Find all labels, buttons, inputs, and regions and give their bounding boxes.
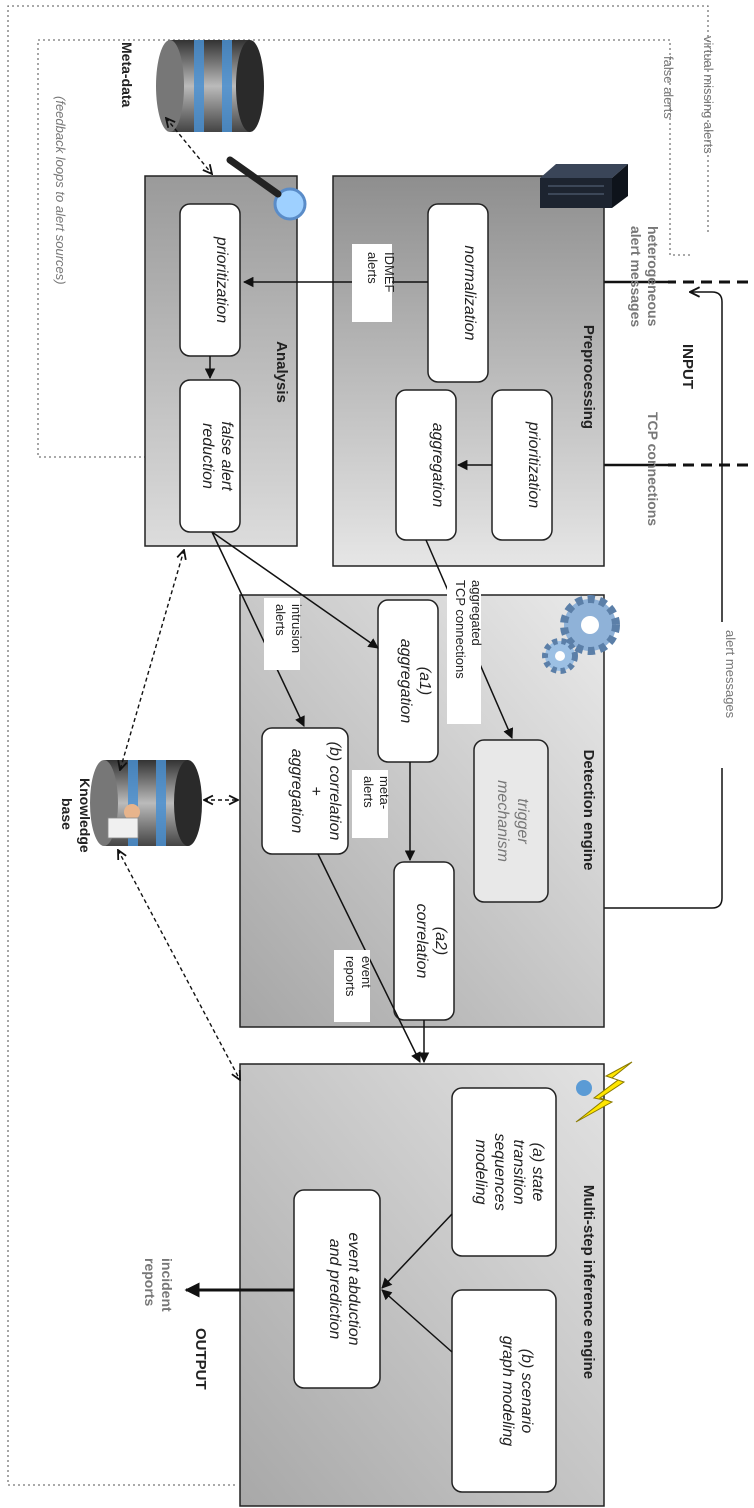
idmef-label-2: alerts (365, 252, 380, 284)
virtual-missing-alerts-label: virtual missing alerts (701, 36, 716, 154)
incident-reports-label: incident (159, 1258, 175, 1312)
event-reports-label-2: reports (343, 956, 358, 997)
reduction-to-a1-arrow (211, 531, 379, 649)
meta-alerts-label: meta- (377, 776, 392, 809)
metadata-to-analysis-link (166, 118, 212, 174)
idmef-label: IDMEF (382, 252, 397, 293)
metadata-database-icon (156, 40, 264, 132)
svg-text:modeling: modeling (472, 1140, 489, 1205)
svg-text:mechanism: mechanism (494, 780, 511, 862)
ana-prioritization-node: prioritization (179, 203, 241, 357)
svg-text:aggregation: aggregation (429, 423, 446, 508)
kb-to-analysis-link (120, 550, 184, 770)
normalization-node: normalization (427, 203, 489, 383)
event-abduction-node: event abduction and prediction (293, 1189, 381, 1389)
feedback-loops-label: (feedback loops to alert sources) (53, 96, 68, 285)
knowledge-label: Knowledge (77, 778, 93, 853)
svg-text:correlation: correlation (413, 904, 430, 979)
alert-messages-loop (510, 292, 723, 909)
server-icon (540, 164, 628, 208)
kb-to-multistep-link (118, 850, 240, 1080)
pre-aggregation-node: aggregation (395, 389, 457, 541)
b-correlation-aggregation-node: (b) correlation + aggregation (261, 727, 349, 855)
preprocessing-group: Preprocessing normalization prioritizati… (332, 175, 605, 567)
scenario-graph-node: (b) scenario graph modeling (451, 1289, 557, 1493)
svg-text:(b) scenario: (b) scenario (518, 1349, 535, 1434)
state-to-abduction-arrow (381, 1213, 453, 1289)
magnifier-icon (226, 156, 307, 221)
detection-title: Detection engine (580, 750, 597, 871)
scenario-to-abduction-arrow (381, 1289, 453, 1353)
analysis-group: Analysis prioritization false alert redu… (144, 175, 298, 547)
reduction-to-b-arrow (211, 531, 305, 727)
output-title: OUTPUT (192, 1328, 209, 1390)
analysis-title: Analysis (273, 341, 290, 403)
a2-correlation-node: (a2) correlation (393, 861, 455, 1021)
intrusion-label-2: alerts (273, 604, 288, 636)
svg-text:event abduction: event abduction (345, 1233, 362, 1346)
state-transition-node: (a) state transition sequences modeling (451, 1087, 557, 1257)
incident-reports-label-2: reports (142, 1258, 158, 1306)
meta-alerts-label-2: alerts (361, 776, 376, 808)
heterogeneous-label: heterogeneous (645, 226, 661, 327)
metadata-label: Meta-data (119, 42, 135, 108)
svg-text:reduction: reduction (199, 423, 216, 489)
event-reports-label: event (359, 956, 374, 988)
aggr-tcp-label: aggregated (469, 580, 484, 646)
preprocessing-title: Preprocessing (580, 325, 597, 429)
knowledge-base-icon (90, 760, 202, 846)
false-alerts-label: false alerts (661, 56, 676, 119)
alert-messages-label: alert messages (628, 226, 644, 327)
svg-text:and prediction: and prediction (326, 1239, 343, 1340)
false-alert-reduction-node: false alert reduction (179, 379, 241, 533)
feedback-loops (7, 5, 709, 1486)
multistep-group: Multi-step inference engine (a) state tr… (239, 1063, 605, 1507)
svg-text:(b) correlation: (b) correlation (326, 742, 343, 841)
svg-text:sequences: sequences (491, 1133, 508, 1210)
svg-text:aggregation: aggregation (288, 749, 305, 834)
alert-messages-loop-label: alert messages (723, 630, 738, 719)
svg-text:transition: transition (510, 1140, 527, 1205)
multistep-title: Multi-step inference engine (580, 1185, 597, 1379)
svg-text:(a2): (a2) (432, 927, 449, 955)
svg-text:false alert: false alert (218, 421, 235, 491)
svg-text:graph modeling: graph modeling (499, 1336, 516, 1446)
svg-text:aggregation: aggregation (397, 639, 414, 724)
trigger-mechanism-node: trigger mechanism (473, 739, 549, 903)
svg-text:(a1): (a1) (416, 667, 433, 695)
a1-aggregation-node: (a1) aggregation (377, 599, 439, 763)
knowledge-label-2: base (59, 798, 75, 830)
tcp-connections-label: TCP connections (645, 412, 661, 526)
gear-icon (542, 595, 620, 674)
detection-group: Detection engine trigger mechanism (a1) … (239, 594, 605, 1028)
svg-text:trigger: trigger (514, 798, 531, 844)
lightning-icon (575, 1061, 633, 1123)
input-title: INPUT (679, 344, 696, 389)
svg-text:prioritization: prioritization (213, 236, 230, 323)
svg-text:+: + (307, 786, 324, 795)
svg-text:(a) state: (a) state (529, 1143, 546, 1202)
aggr-tcp-label-2: TCP connections (453, 580, 468, 679)
intrusion-label: intrusion (289, 604, 304, 653)
svg-text:prioritization: prioritization (525, 421, 542, 508)
pre-prioritization-node: prioritization (491, 389, 553, 541)
svg-text:normalization: normalization (461, 245, 478, 340)
